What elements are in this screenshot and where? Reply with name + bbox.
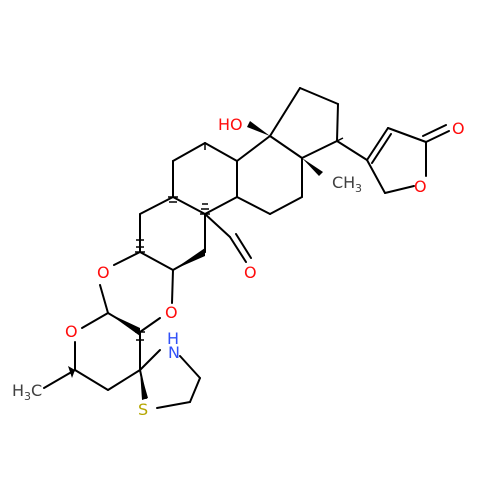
bond [387, 127, 427, 143]
bond [189, 377, 201, 403]
label-h3c-subscript: 3 [24, 390, 31, 403]
wedge-bond [68, 366, 75, 378]
bond [301, 140, 338, 159]
wedge-bond-methyl [302, 158, 323, 176]
bond [204, 213, 231, 238]
bond [139, 196, 174, 215]
bond [171, 269, 174, 304]
label-ho: HO [218, 115, 243, 134]
bond [299, 87, 339, 105]
bond [269, 196, 303, 215]
label-nh-nitrogen: N [168, 343, 180, 362]
bond [236, 196, 271, 215]
bond [336, 103, 339, 142]
label-lactone-oxygen: O [414, 177, 427, 196]
bond [235, 233, 252, 259]
bond [204, 196, 238, 215]
bond [172, 196, 206, 215]
label-oxygen-ring: O [65, 322, 78, 341]
label-sulfur: S [138, 400, 148, 419]
bond [81, 312, 109, 329]
hash-bonds [135, 137, 344, 341]
bond [371, 133, 392, 164]
bond [229, 236, 247, 263]
label-h3c-h: H [12, 381, 24, 400]
bond [236, 135, 271, 162]
bond [422, 124, 447, 137]
bond [172, 142, 206, 162]
bond [204, 142, 238, 162]
bond [366, 159, 386, 194]
bond [107, 369, 141, 391]
bond [269, 135, 303, 159]
wedge-bond [173, 248, 205, 270]
label-ketone-oxygen: O [452, 119, 465, 138]
bond [425, 130, 450, 143]
bond [366, 127, 389, 161]
hash-mark [336, 137, 344, 142]
bond [139, 349, 161, 371]
bond [43, 369, 76, 389]
label-ch: CH [332, 173, 355, 192]
wedge-bond-s [140, 370, 148, 400]
wedge-bonds [68, 121, 323, 400]
bond [99, 284, 109, 314]
bond [156, 401, 191, 409]
label-oxygen-left: O [97, 263, 110, 282]
label-nh-hydrogen: H [167, 329, 179, 348]
wedge-bond-oh [247, 121, 270, 136]
label-h3c-c: C [31, 381, 42, 400]
label-ch3-subscript: 3 [355, 182, 362, 195]
wedge-bond [108, 313, 140, 336]
bond [269, 87, 301, 137]
label-oxygen-right: O [165, 303, 178, 322]
bond [179, 355, 201, 379]
label-aldehyde-oxygen: O [244, 263, 257, 282]
bond [139, 317, 161, 333]
bond [139, 251, 174, 271]
bond [384, 185, 415, 194]
bond [336, 140, 368, 161]
bond [74, 369, 109, 391]
bond [113, 251, 141, 266]
